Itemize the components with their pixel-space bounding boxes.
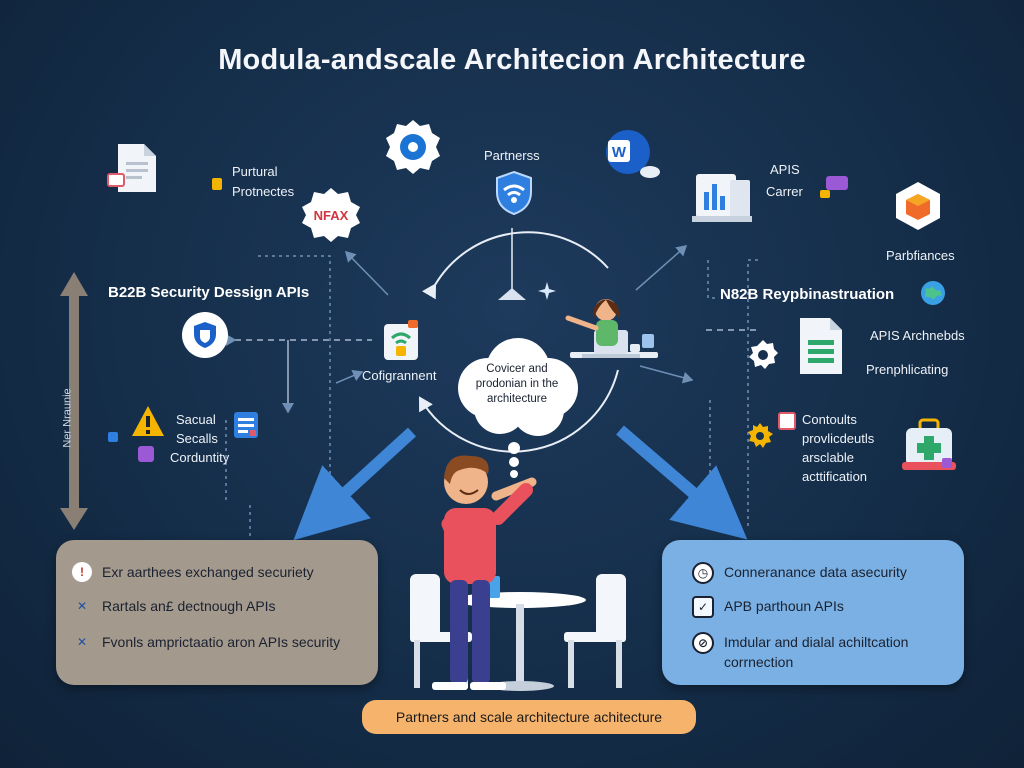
contoults-line2: provlicdeutls [802, 431, 875, 446]
cross-icon: ✕ [76, 599, 88, 613]
left-panel-item-text: Fvonls amprictaatio aron APIs security [102, 634, 341, 650]
performances-label: Parbfiances [886, 248, 955, 263]
partners-label: Partnerss [484, 148, 540, 163]
cross-icon: ✕ [76, 635, 88, 649]
warning-icon [130, 404, 166, 438]
small-badge-icon [212, 178, 222, 190]
contoults-line4: acttification [802, 469, 868, 484]
cube-icon [892, 180, 944, 232]
word-app-icon: W [600, 126, 662, 182]
small-purple-icon [138, 446, 154, 462]
chair-right [564, 574, 626, 688]
small-dot-icon [820, 190, 830, 198]
right-panel-item-text: Imdular and dialal achiltcation corrnect… [724, 634, 909, 670]
configuration-label: Cofigrannent [362, 368, 437, 383]
nfax-badge: NFAX [300, 186, 362, 244]
wifi-shield-icon [494, 170, 534, 216]
small-note-icon [778, 412, 796, 430]
sun-gear-icon [746, 422, 774, 450]
diagram-title: Modula-andscale Architecion Architecture [218, 44, 806, 76]
right-panel-item-text: Conneranance data asecurity [724, 564, 907, 580]
right-panel-item: ⊘ Imdular and dialal achiltcation corrne… [692, 632, 908, 672]
small-tag-icon [826, 176, 848, 190]
gear-icon [746, 338, 780, 372]
server-chart-icon [690, 170, 754, 226]
medical-kit-icon [900, 418, 958, 474]
social-label-line2: Secalls [176, 431, 218, 446]
thought-bubble [458, 338, 578, 478]
carrer-label: Carrer [766, 184, 803, 199]
left-panel-item: ✕ Fvonls amprictaatio aron APIs security [72, 632, 340, 652]
small-blue-icon [108, 432, 118, 442]
apis-archebds-label: APIS Archnebds [870, 328, 965, 343]
footer-caption: Partners and scale architecture achitect… [362, 700, 696, 734]
left-panel-item: ! Exr aarthees exchanged securiety [72, 562, 314, 582]
social-label-line3: Corduntity [170, 450, 230, 465]
left-summary-panel: ! Exr aarthees exchanged securiety ✕ Rar… [56, 540, 378, 685]
right-panel-item: ✓ APB parthoun APIs [692, 596, 844, 618]
nfax-label: NFAX [313, 207, 349, 223]
partural-label-line2: Protnectes [232, 184, 295, 199]
shield-icon [182, 312, 228, 358]
gear-badge-icon [384, 118, 442, 176]
left-panel-item: ✕ Rartals an£ dectnough APIs [72, 596, 276, 616]
spreadsheet-icon [796, 316, 846, 376]
big-arrow-right [616, 425, 748, 540]
check-icon: ✓ [692, 596, 714, 618]
contoults-line1: Contoults [802, 412, 857, 427]
clock-icon: ◷ [692, 562, 714, 584]
contoults-line3: arsclable [802, 450, 855, 465]
prenbilitating-label: Prenphlicating [866, 362, 949, 377]
right-panel-item-text: APB parthoun APIs [724, 598, 844, 614]
laptop-worker-illustration [565, 299, 658, 358]
lock-wifi-icon [380, 318, 422, 362]
exclamation-icon: ! [72, 562, 92, 582]
central-cycle-arc-top [421, 231, 609, 300]
person-illustration [432, 455, 537, 690]
left-panel-item-text: Rartals an£ dectnough APIs [102, 598, 276, 614]
right-summary-panel: ◷ Conneranance data asecurity ✓ APB part… [662, 540, 964, 685]
sparkle-icon [538, 282, 556, 300]
thought-bubble-text: Covicer and prodonian in the architectur… [462, 340, 572, 428]
thought-line2: prodonian in the [475, 377, 559, 390]
central-cycle-arc-bottom [418, 369, 619, 453]
big-arrow-left [293, 427, 417, 541]
document-icon [106, 142, 160, 194]
n2b-label: N82B Reypbinastruation [720, 286, 895, 303]
b2b-security-label: B22B Security Dessign APIs [108, 284, 310, 301]
partural-label-line1: Purtural [232, 164, 278, 179]
browser-window-icon [232, 410, 260, 440]
left-panel-item-text: Exr aarthees exchanged securiety [102, 564, 314, 580]
thought-line3: architecture [486, 392, 548, 405]
right-panel-item: ◷ Conneranance data asecurity [692, 562, 907, 584]
social-label-line1: Sacual [176, 412, 216, 427]
apis-label: APIS [770, 162, 800, 177]
thought-line1: Covicer and [486, 362, 548, 375]
svg-text:W: W [612, 144, 627, 161]
side-vertical-label: Ner Nraunie [61, 388, 74, 448]
link-icon: ⊘ [692, 632, 714, 654]
globe-icon [920, 280, 946, 306]
